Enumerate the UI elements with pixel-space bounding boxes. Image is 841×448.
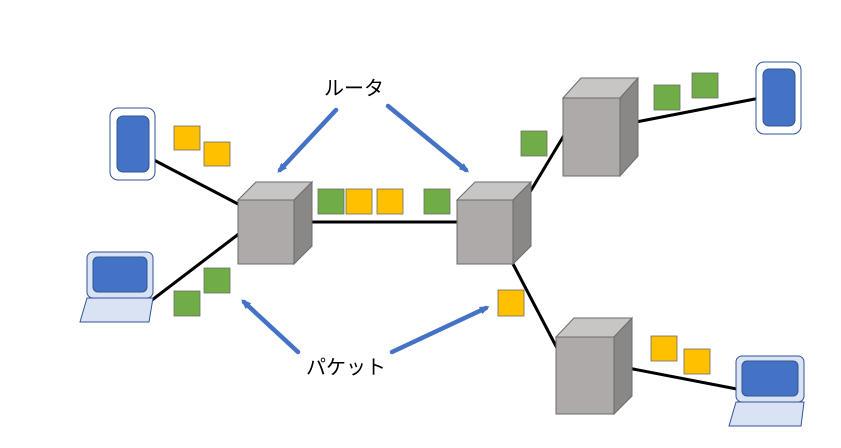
packet-yellow bbox=[345, 188, 373, 215]
packet-yellow bbox=[203, 141, 231, 167]
packet-green bbox=[691, 72, 719, 99]
packet-yellow bbox=[497, 289, 525, 317]
packet-green bbox=[317, 188, 345, 215]
link-laptop-left bbox=[151, 231, 241, 302]
packet-green bbox=[173, 290, 201, 317]
packet-yellow bbox=[376, 188, 404, 215]
link-laptop-right bbox=[627, 366, 743, 392]
packet-green bbox=[520, 130, 548, 157]
link-phone-left bbox=[149, 156, 241, 207]
packet-label: パケット bbox=[306, 355, 386, 379]
packet-green bbox=[203, 267, 231, 294]
link-center-bottomright bbox=[510, 261, 560, 351]
laptop-bottom-left bbox=[79, 251, 154, 323]
arrow-router-center bbox=[385, 103, 470, 173]
arrow-packet-left bbox=[241, 299, 301, 355]
router-label: ルータ bbox=[324, 76, 384, 100]
arrow-router-left bbox=[277, 107, 339, 173]
router-top-right bbox=[561, 76, 640, 178]
packet-yellow bbox=[650, 335, 678, 362]
packet-green bbox=[423, 188, 451, 215]
arrow-packet-right bbox=[389, 305, 490, 355]
links bbox=[149, 96, 761, 392]
phone-top-right bbox=[755, 61, 802, 135]
link-center-topright bbox=[528, 131, 568, 193]
router-left bbox=[236, 180, 314, 266]
router-bottom-right bbox=[554, 316, 634, 416]
packet-green bbox=[653, 84, 681, 111]
packet-yellow bbox=[173, 125, 201, 151]
phone-top-left bbox=[109, 107, 156, 181]
callout-arrows bbox=[241, 103, 490, 355]
packet-yellow bbox=[683, 348, 711, 375]
router-center bbox=[455, 180, 533, 266]
packets bbox=[173, 72, 719, 375]
link-phone-right bbox=[635, 96, 761, 124]
laptop-bottom-right bbox=[728, 355, 805, 427]
